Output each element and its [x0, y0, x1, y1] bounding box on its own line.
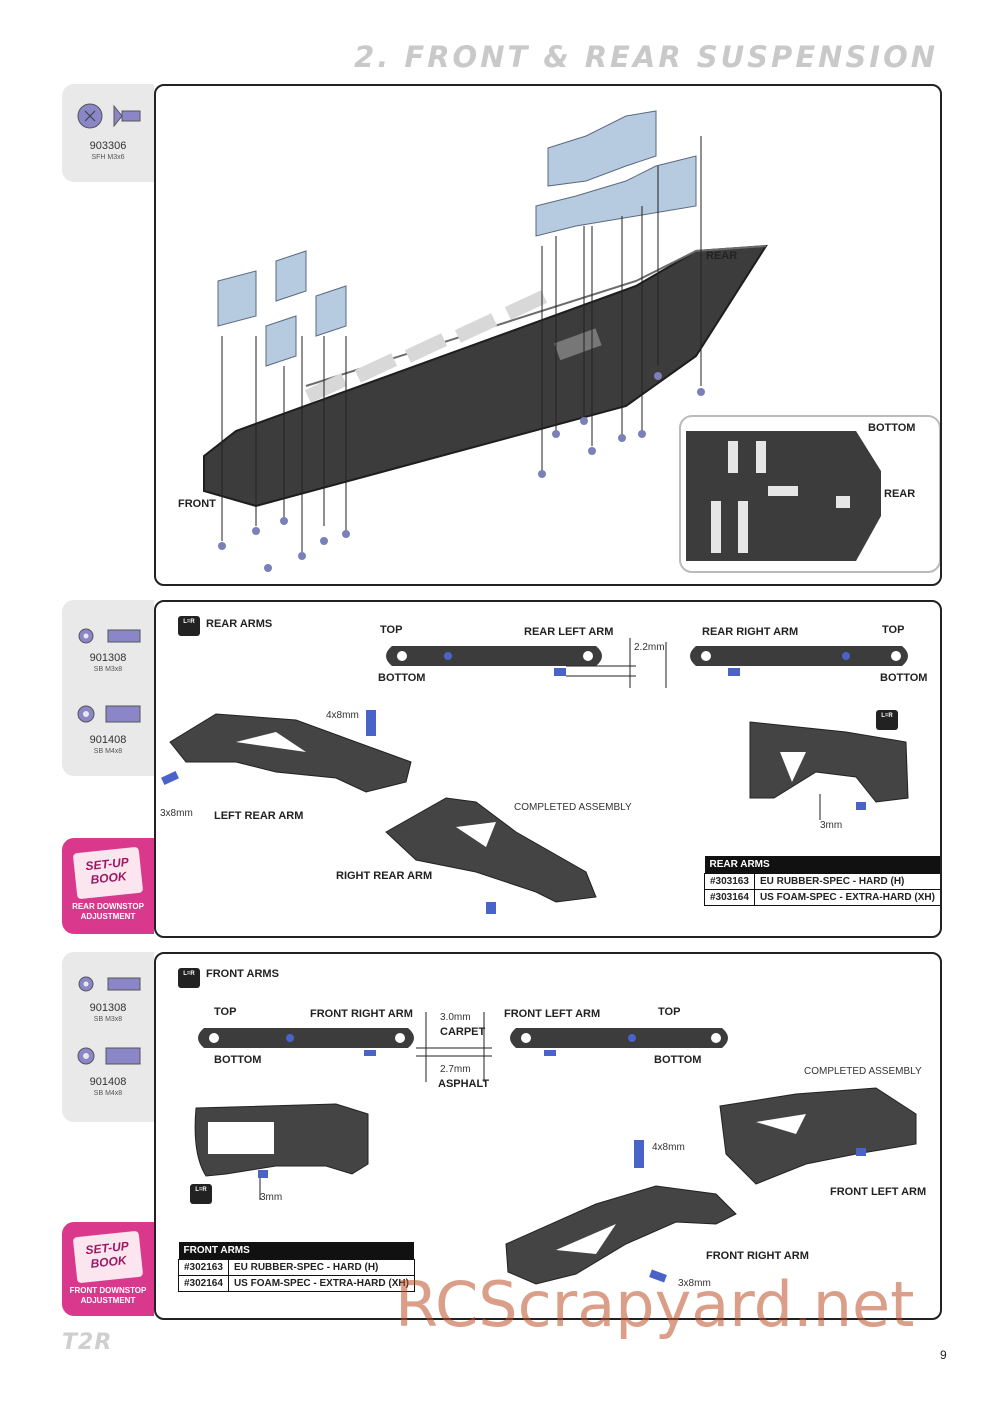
- page-title: 2. FRONT & REAR SUSPENSION: [354, 40, 938, 74]
- part-desc: SFH M3x6: [91, 154, 125, 161]
- front-left-arm-label: FRONT LEFT ARM: [504, 1008, 601, 1020]
- spacer-4x8-label: 4x8mm: [652, 1142, 685, 1153]
- setup-book-icon: SET-UP BOOK: [72, 846, 144, 900]
- spacer-3x8-label: 3x8mm: [678, 1278, 711, 1289]
- front-arms-panel: L=R FRONT ARMS TOP FRONT RIGHT ARM 3.0mm…: [154, 952, 942, 1320]
- page-number: 9: [940, 1348, 947, 1362]
- part-code: 903306: [89, 140, 127, 152]
- lr-badge-small: L=R: [876, 710, 898, 730]
- part-code: 901408: [89, 734, 127, 746]
- part-desc: SB M4x8: [93, 1090, 123, 1097]
- front-right-arm-callout: FRONT RIGHT ARM: [706, 1250, 809, 1262]
- pin-icon: [78, 976, 141, 992]
- top-label-right: TOP: [658, 1006, 681, 1018]
- rear-right-arm-label: REAR RIGHT ARM: [702, 626, 799, 638]
- part-code: 901308: [89, 1002, 127, 1014]
- downstop-value: 3mm: [260, 1192, 283, 1203]
- lr-badge: L=R: [178, 616, 200, 636]
- chassis-panel: REAR FRONT BOTTOM REAR: [154, 84, 942, 586]
- screw-icon: [77, 103, 141, 129]
- brand-logo: T2R: [62, 1330, 113, 1355]
- spec-header: FRONT ARMS: [178, 1242, 415, 1260]
- pin-icon: [78, 628, 141, 644]
- bottom-label-right: BOTTOM: [880, 672, 928, 684]
- left-rear-arm-label: LEFT REAR ARM: [214, 810, 304, 822]
- gap-value: 2.2mm: [634, 642, 665, 653]
- front-arms-illustration: [194, 1012, 917, 1285]
- bottom-label-left: BOTTOM: [378, 672, 426, 684]
- part-desc: SB M3x8: [93, 1016, 123, 1023]
- lr-badge: L=R: [178, 968, 200, 988]
- front-label: FRONT: [178, 498, 216, 510]
- front-arms-heading: FRONT ARMS: [206, 968, 279, 980]
- part-desc: SB M4x8: [93, 748, 123, 755]
- gap-asphalt-value: 2.7mm: [440, 1064, 471, 1075]
- part-code: 901308: [89, 652, 127, 664]
- bottom-label: BOTTOM: [868, 422, 916, 434]
- setup-book-icon: SET-UP BOOK: [72, 1230, 144, 1284]
- completed-assembly-label: COMPLETED ASSEMBLY: [804, 1066, 922, 1077]
- parts-box-3: 901308 SB M3x8 901408 SB M4x8: [62, 952, 154, 1122]
- downstop-value: 3mm: [820, 820, 843, 831]
- bottom-label-left: BOTTOM: [214, 1054, 262, 1066]
- front-right-arm-label: FRONT RIGHT ARM: [310, 1008, 413, 1020]
- front-left-arm-callout: FRONT LEFT ARM: [830, 1186, 927, 1198]
- parts-box-1: 903306 SFH M3x6: [62, 84, 154, 182]
- spacer-4x8-label: 4x8mm: [326, 710, 359, 721]
- right-rear-arm-label: RIGHT REAR ARM: [336, 870, 433, 882]
- completed-assembly-label: COMPLETED ASSEMBLY: [514, 802, 632, 813]
- rear-left-arm-label: REAR LEFT ARM: [524, 626, 614, 638]
- top-label-left: TOP: [380, 624, 403, 636]
- pin-icon: [77, 1047, 141, 1065]
- bottom-label-right: BOTTOM: [654, 1054, 702, 1066]
- top-label-right: TOP: [882, 624, 905, 636]
- asphalt-label: ASPHALT: [438, 1078, 490, 1090]
- gap-carpet-value: 3.0mm: [440, 1012, 471, 1023]
- rear-arms-illustration: [161, 638, 909, 914]
- spec-header: REAR ARMS: [704, 856, 940, 874]
- part-code: 901408: [89, 1076, 127, 1088]
- carpet-label: CARPET: [440, 1026, 486, 1038]
- pin-icon: [77, 705, 141, 723]
- chassis-illustration: [203, 110, 940, 573]
- inset-rear-label: REAR: [884, 488, 916, 500]
- watermark: RCScrapyard.net: [395, 1268, 915, 1341]
- rear-arms-panel: L=R REAR ARMS TOP REAR LEFT ARM 2.2mm RE…: [154, 600, 942, 938]
- part-desc: SB M3x8: [93, 666, 123, 673]
- lr-badge-small: L=R: [190, 1184, 212, 1204]
- rear-arms-heading: REAR ARMS: [206, 618, 273, 630]
- parts-box-2: 901308 SB M3x8 901408 SB M4x8: [62, 600, 154, 776]
- spacer-3x8-label: 3x8mm: [160, 808, 193, 819]
- top-label-left: TOP: [214, 1006, 237, 1018]
- rear-label: REAR: [706, 250, 738, 262]
